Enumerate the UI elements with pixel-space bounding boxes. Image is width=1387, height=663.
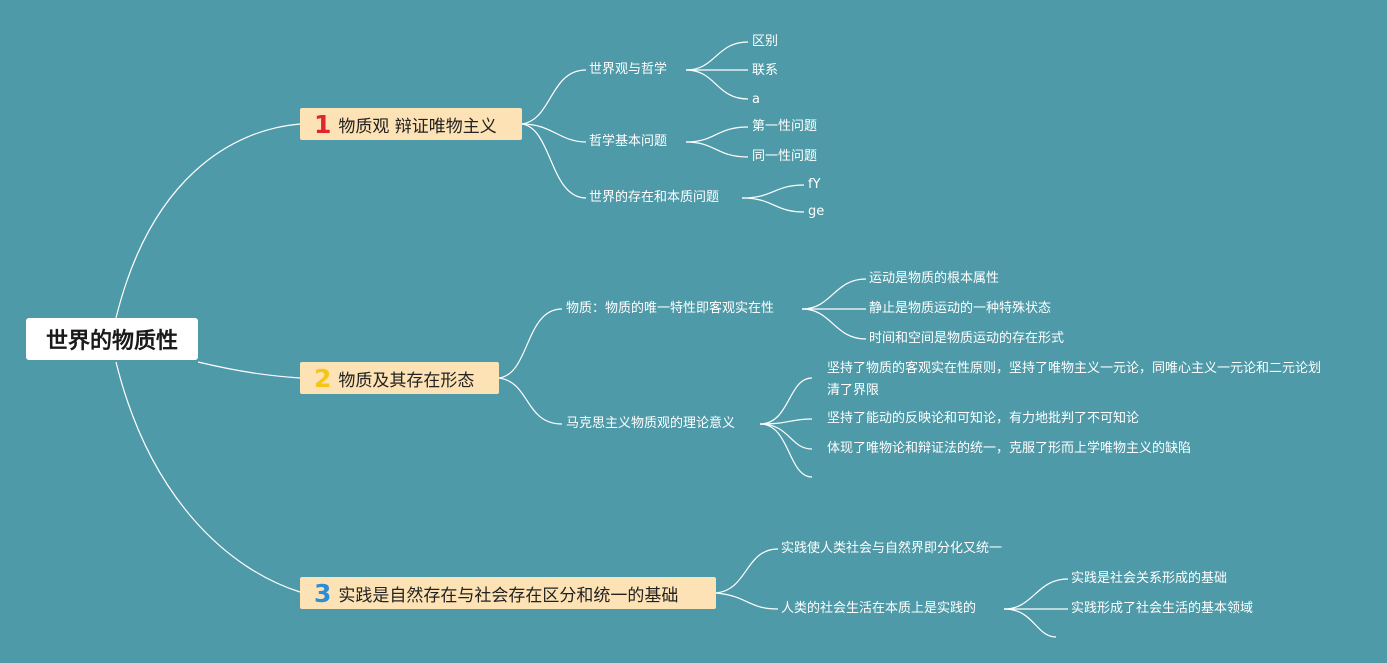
subtopic[interactable]: 人类的社会生活在本质上是实践的 <box>781 601 977 616</box>
subtopic[interactable]: 世界的存在和本质问题 <box>589 190 720 205</box>
connector <box>521 69 587 125</box>
connector <box>759 423 813 478</box>
connector <box>685 69 749 100</box>
leaf[interactable]: ge <box>808 204 825 219</box>
subtopic[interactable]: 马克思主义物质观的理论意义 <box>566 416 736 431</box>
branch-3[interactable]: 3 实践是自然存在与社会存在区分和统一的基础 <box>300 577 716 609</box>
root-topic[interactable]: 世界的物质性 <box>26 318 198 360</box>
subtopic[interactable]: 物质：物质的唯一特性即客观实在性 <box>566 301 775 316</box>
subtopic[interactable]: 实践使人类社会与自然界即分化又统一 <box>781 541 1003 556</box>
subtopic[interactable]: 世界观与哲学 <box>589 62 668 77</box>
number-badge: 2 <box>314 363 332 393</box>
connector <box>1003 608 1057 638</box>
connector <box>115 123 301 319</box>
branch-label: 物质观 辩证唯物主义 <box>338 116 497 137</box>
leaf[interactable]: 第一性问题 <box>752 119 818 134</box>
branch-label: 物质及其存在形态 <box>338 370 475 391</box>
connector <box>741 197 805 213</box>
connector <box>801 308 867 340</box>
connector <box>715 548 779 594</box>
connector <box>801 278 867 310</box>
leaf[interactable]: 坚持了能动的反映论和可知论，有力地批判了不可知论 <box>827 411 1140 426</box>
leaf[interactable]: 时间和空间是物质运动的存在形式 <box>869 331 1065 346</box>
leaf[interactable]: a <box>752 92 760 107</box>
branch-label: 实践是自然存在与社会存在区分和统一的基础 <box>338 585 679 606</box>
leaf[interactable]: 同一性问题 <box>752 149 818 164</box>
number-badge: 3 <box>314 578 332 608</box>
connector <box>115 361 301 593</box>
connector <box>197 361 301 379</box>
connector <box>498 308 563 379</box>
connector <box>685 126 749 143</box>
connector <box>685 41 749 71</box>
connector <box>715 592 779 610</box>
leaf[interactable]: 运动是物质的根本属性 <box>869 271 1000 286</box>
leaf[interactable]: 联系 <box>752 63 779 78</box>
connector <box>1003 578 1069 610</box>
connector <box>498 377 563 425</box>
connector <box>685 141 749 158</box>
leaf[interactable]: 坚持了物质的客观实在性原则，坚持了唯物主义一元论，同唯心主义一元论和二元论划清了… <box>827 361 1322 398</box>
leaf[interactable]: fY <box>808 177 821 192</box>
leaf[interactable]: 区别 <box>752 34 779 49</box>
branch-2[interactable]: 2 物质及其存在形态 <box>300 362 499 394</box>
leaf[interactable]: 实践是社会关系形成的基础 <box>1071 571 1228 586</box>
connector <box>759 418 813 425</box>
branch-1[interactable]: 1 物质观 辩证唯物主义 <box>300 108 522 140</box>
leaf[interactable]: 实践形成了社会生活的基本领域 <box>1071 601 1254 616</box>
leaf[interactable]: 静止是物质运动的一种特殊状态 <box>869 301 1052 316</box>
connector <box>741 184 805 199</box>
connector <box>521 123 587 199</box>
number-badge: 1 <box>314 109 332 139</box>
connector <box>521 123 587 143</box>
subtopic[interactable]: 哲学基本问题 <box>589 134 668 149</box>
leaf[interactable]: 体现了唯物论和辩证法的统一，克服了形而上学唯物主义的缺陷 <box>827 441 1192 456</box>
connector <box>759 377 813 425</box>
